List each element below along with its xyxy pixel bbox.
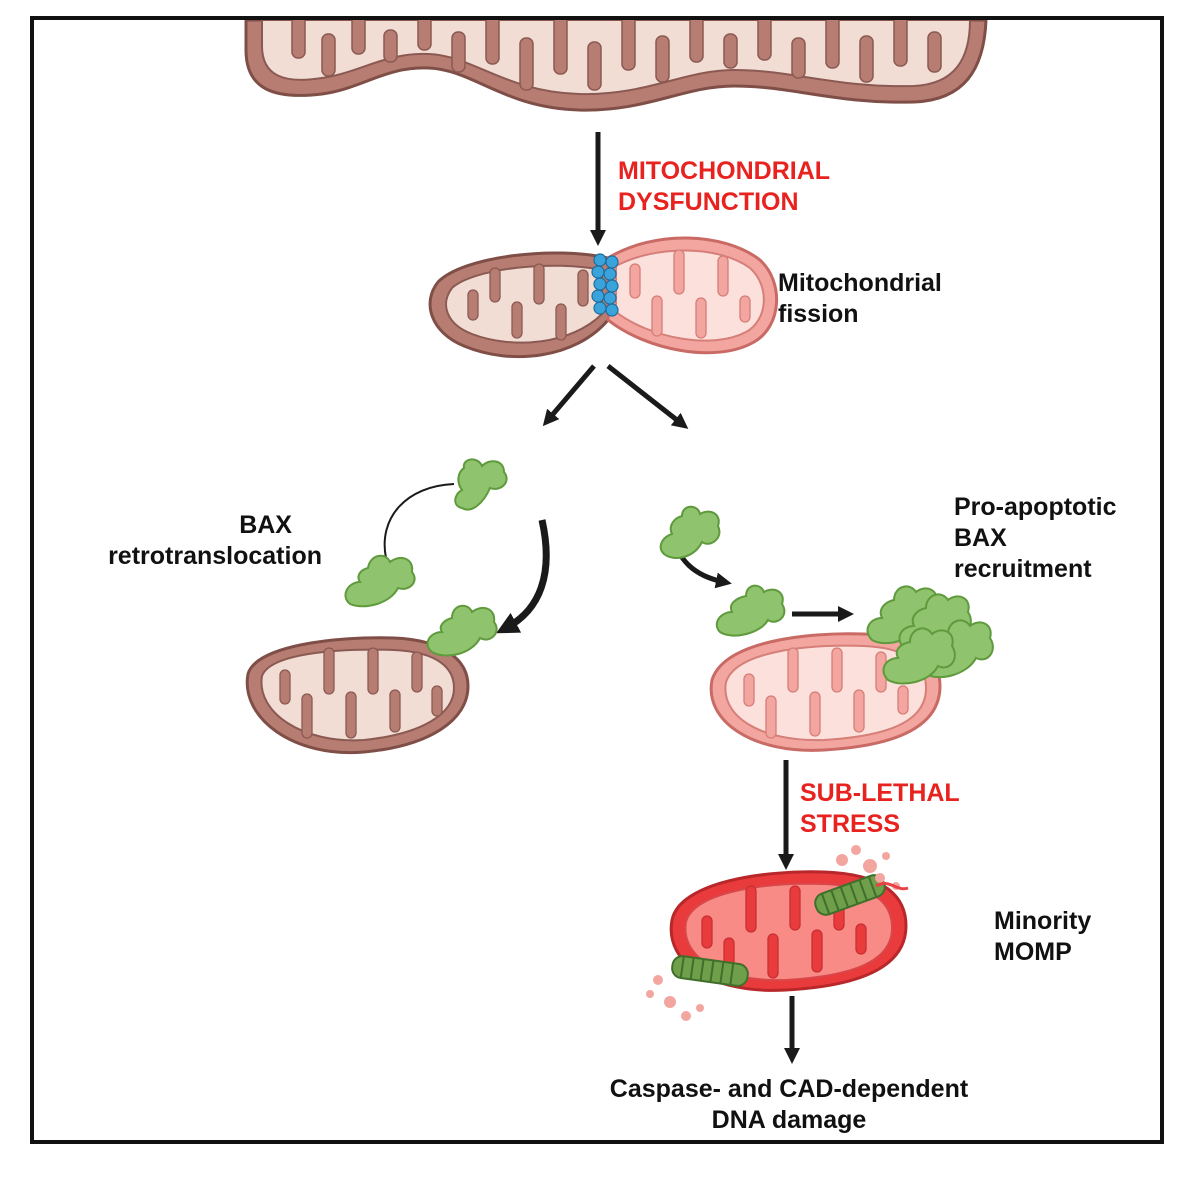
elongated-mitochondrion — [244, 20, 988, 112]
fission-mitochondrion — [428, 236, 779, 359]
bax-monomers-right — [659, 505, 786, 637]
right-mitochondrion — [709, 632, 942, 752]
bax-oligomer — [866, 585, 994, 685]
label-minority-momp: Minority MOMP — [994, 907, 1092, 966]
drp1-ring — [591, 253, 619, 317]
damaged-mitochondrion — [646, 845, 909, 1021]
bax-monomers-left — [344, 458, 508, 657]
label-mitochondrial-dysfunction: MITOCHONDRIAL DYSFUNCTION — [618, 157, 831, 216]
left-mitochondrion — [245, 636, 470, 755]
diagram-canvas — [244, 20, 994, 1065]
label-pro-apoptotic-bax-recruitment: Pro-apoptotic BAX recruitment — [954, 493, 1117, 583]
label-mitochondrial-fission: Mitochondrial fission — [778, 269, 942, 328]
retrotranslocation-cycle — [383, 483, 550, 634]
arrow-right-branch — [606, 364, 689, 429]
diagram-frame: MITOCHONDRIAL DYSFUNCTION Mitochondrial … — [30, 16, 1164, 1144]
label-sub-lethal-stress: SUB-LETHAL STRESS — [800, 779, 960, 838]
bax-pore-bottom — [671, 955, 749, 987]
arrow-left-branch — [542, 364, 596, 427]
released-content — [646, 845, 900, 1021]
label-bax-retrotranslocation: BAX retrotranslocation — [108, 511, 322, 570]
label-dna-damage: Caspase- and CAD-dependent DNA damage — [609, 1075, 969, 1134]
